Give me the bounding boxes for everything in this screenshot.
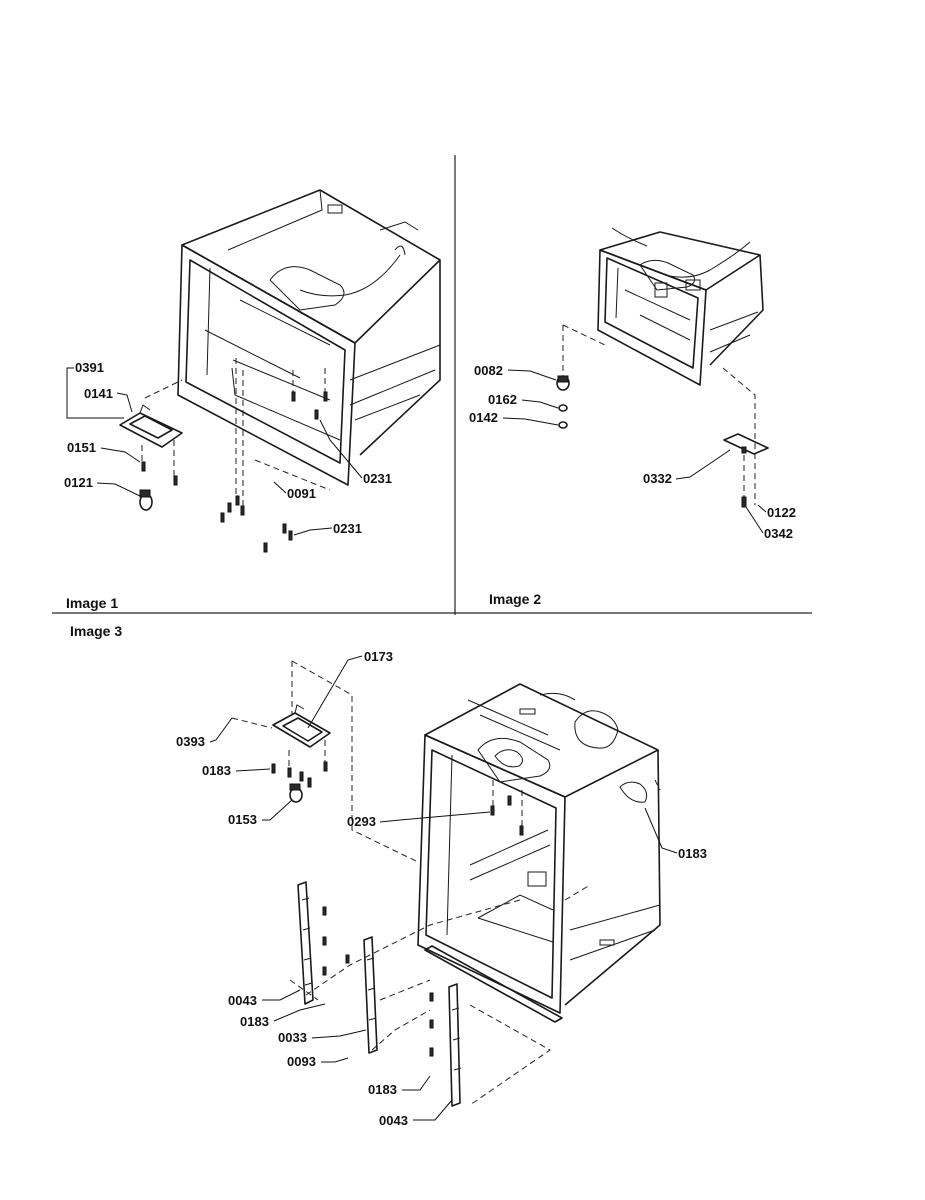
- callout-0122: 0122: [767, 505, 796, 520]
- callout-0183-c: 0183: [240, 1014, 269, 1029]
- callout-0141: 0141: [84, 386, 113, 401]
- panel-title-image-1: Image 1: [66, 595, 118, 611]
- shelf-ladder-0033: [363, 936, 378, 1054]
- callout-0142: 0142: [469, 410, 498, 425]
- image-1-drawing: [119, 189, 441, 553]
- hinge-bracket-0173: [272, 704, 331, 748]
- callout-0151: 0151: [67, 440, 96, 455]
- callout-0043-left: 0043: [228, 993, 257, 1008]
- callout-0173: 0173: [364, 649, 393, 664]
- hinge-bracket-0141: [119, 404, 183, 448]
- callout-0183-b: 0183: [678, 846, 707, 861]
- screws-image-3: [271, 761, 524, 1057]
- callout-0183-d: 0183: [368, 1082, 397, 1097]
- alignment-lines-image-1: [141, 358, 331, 506]
- cabinet-housing-2: [597, 227, 764, 386]
- callout-0082: 0082: [474, 363, 503, 378]
- callout-0183-a: 0183: [202, 763, 231, 778]
- callout-0342: 0342: [764, 526, 793, 541]
- hinge-cap-0121: [139, 489, 153, 511]
- callout-0093: 0093: [287, 1054, 316, 1069]
- shelf-ladder-0043-right: [448, 983, 462, 1107]
- alignment-lines-image-3: [231, 660, 661, 1106]
- washer-0142: [558, 421, 568, 429]
- image-2-drawing: [556, 227, 769, 508]
- callout-0162: 0162: [488, 392, 517, 407]
- kick-plate-strip: [424, 945, 563, 1023]
- callout-0153: 0153: [228, 812, 257, 827]
- alignment-lines-image-2: [562, 324, 756, 505]
- callouts-image-1: 0391 0141 0151 0121 0231 0091 0231: [64, 360, 392, 536]
- callout-0043-right: 0043: [379, 1113, 408, 1128]
- callout-0121: 0121: [64, 475, 93, 490]
- washer-0162: [558, 404, 568, 412]
- hinge-cap-0153: [289, 783, 303, 803]
- callout-0231-lower: 0231: [333, 521, 362, 536]
- hinge-cap-0082: [556, 375, 570, 391]
- callouts-image-2: 0082 0162 0142 0332 0122 0342: [469, 363, 796, 541]
- panel-title-image-3: Image 3: [70, 623, 122, 639]
- callout-0293: 0293: [347, 814, 376, 829]
- callout-0391: 0391: [75, 360, 104, 375]
- image-3-drawing: [231, 660, 661, 1107]
- callouts-image-3: 0173 0393 0183 0153 0293 0183 0043 0183 …: [176, 649, 707, 1128]
- callout-0332: 0332: [643, 471, 672, 486]
- cabinet-housing-3: [417, 683, 661, 1014]
- shelf-ladder-0043-left: [297, 881, 314, 1005]
- callout-0231-upper: 0231: [363, 471, 392, 486]
- callout-0091: 0091: [287, 486, 316, 501]
- screws-image-1: [141, 391, 328, 553]
- cabinet-housing-1: [177, 189, 441, 486]
- screws-image-2: [741, 496, 747, 508]
- callout-0033: 0033: [278, 1030, 307, 1045]
- bracket-0332: [723, 433, 769, 455]
- panel-title-image-2: Image 2: [489, 591, 541, 607]
- callout-0393: 0393: [176, 734, 205, 749]
